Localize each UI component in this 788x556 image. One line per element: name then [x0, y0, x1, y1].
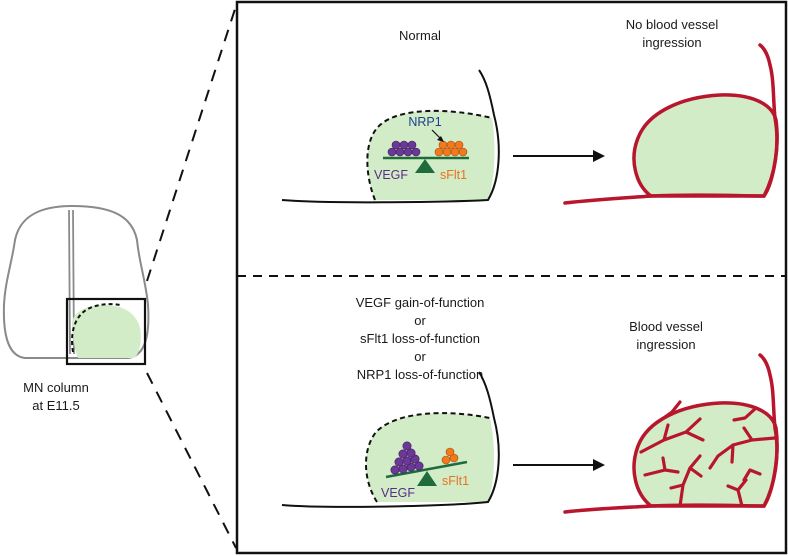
- top-sflt1-label: sFlt1: [440, 168, 467, 182]
- top-condition-label: Normal: [399, 28, 441, 43]
- bottom-mn-column-dashed-border: [365, 412, 491, 503]
- top-nrp1-label: NRP1: [408, 115, 441, 129]
- top-vegf-cluster: [387, 140, 421, 157]
- top-outcome-line-2: ingression: [642, 35, 701, 50]
- top-mn-column-dashed-border: [366, 109, 493, 201]
- bottom-pial-surface: [281, 371, 500, 508]
- bottom-condition-line-4: or: [414, 349, 426, 364]
- mn-column-dashed-border: [71, 303, 121, 353]
- top-sflt1-cluster: [434, 140, 468, 157]
- bottom-outcome-line-1: Blood vessel: [629, 319, 703, 334]
- bottom-outcome-vessel: [563, 353, 779, 514]
- bottom-condition-line-3: sFlt1 loss-of-function: [360, 331, 480, 346]
- bottom-outcome-mn-column: [632, 401, 779, 508]
- top-mn-column: [367, 110, 495, 200]
- top-arrowhead: [593, 150, 605, 162]
- bottom-mn-column: [365, 413, 495, 502]
- top-panel: Normal NRP1 VEGF sFlt1 No blood vessel i…: [281, 17, 779, 205]
- bottom-arrowhead: [593, 459, 605, 471]
- top-outcome-line-1: No blood vessel: [626, 17, 719, 32]
- zoom-line-bottom: [146, 372, 237, 549]
- bottom-panel: VEGF gain-of-function or sFlt1 loss-of-f…: [281, 295, 779, 514]
- bottom-vegf-cluster: [390, 441, 424, 475]
- spinal-cord-section: MN column at E11.5: [2, 204, 150, 413]
- zoom-box: [65, 297, 147, 366]
- spinal-cord-caption-2: at E11.5: [32, 398, 79, 413]
- top-outcome-vessel: [563, 43, 779, 205]
- panel-frame: [235, 0, 788, 555]
- zoom-line-top: [146, 5, 237, 282]
- bottom-condition-line-5: NRP1 loss-of-function: [357, 367, 483, 382]
- bottom-condition-line-2: or: [414, 313, 426, 328]
- bottom-outcome-line-2: ingression: [636, 337, 695, 352]
- top-balance-fulcrum: [415, 159, 435, 173]
- bottom-sflt1-label: sFlt1: [442, 474, 469, 488]
- bottom-vegf-label: VEGF: [381, 486, 415, 500]
- top-pial-surface: [281, 69, 500, 204]
- bottom-sflt1-cluster: [441, 447, 459, 465]
- top-outcome-mn-column: [632, 93, 779, 198]
- spinal-cord-caption-1: MN column: [23, 380, 89, 395]
- top-vegf-label: VEGF: [374, 168, 408, 182]
- mn-column-small: [72, 305, 141, 358]
- top-nrp1-arrowhead: [437, 136, 444, 142]
- bottom-balance-fulcrum: [417, 471, 437, 486]
- bottom-balance-beam: [385, 460, 468, 479]
- bottom-ingressing-vessels: [639, 400, 777, 508]
- bottom-condition-line-1: VEGF gain-of-function: [356, 295, 485, 310]
